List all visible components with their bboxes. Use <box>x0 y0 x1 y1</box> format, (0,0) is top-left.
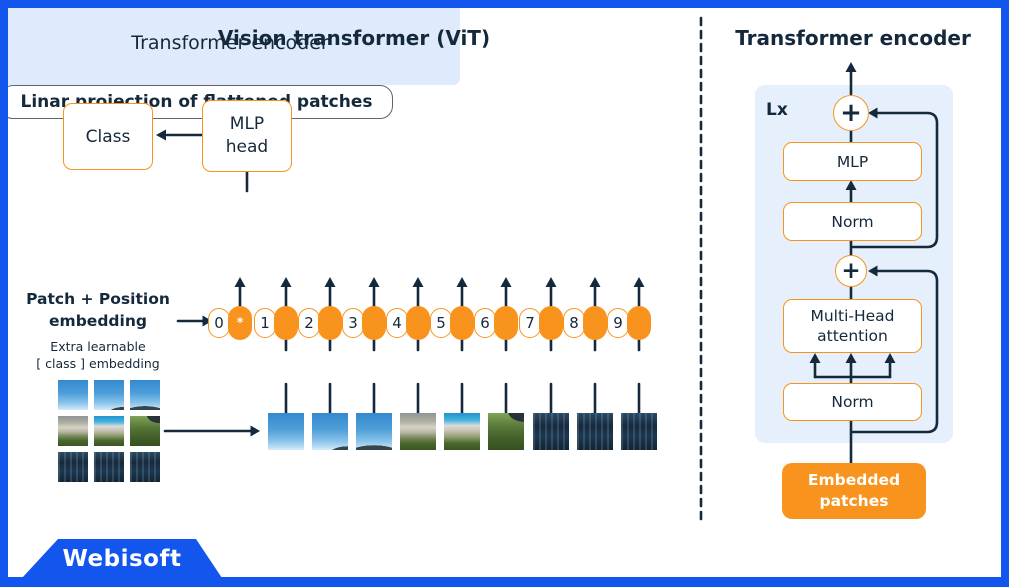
token-group-2: 2 <box>298 306 342 340</box>
grid-cell <box>58 416 88 446</box>
extra-learnable-label: Extra learnable [ class ] embedding <box>10 338 186 372</box>
token-position-pill: 5 <box>430 308 452 338</box>
token-number: 3 <box>348 314 358 332</box>
patch-position-embedding-label: Patch + Position embedding <box>10 288 186 332</box>
transformer-encoder-box: Transformer encoder <box>0 0 460 85</box>
norm-box-bottom: Norm <box>783 383 922 421</box>
token-patch-pill <box>539 306 563 340</box>
token-group-9: 9 <box>607 306 651 340</box>
token-number: 6 <box>480 314 490 332</box>
embedded-line1: Embedded <box>807 471 901 489</box>
brand-label: Webisoft <box>62 545 182 572</box>
norm-box-top: Norm <box>783 202 922 241</box>
token-group-1: 1 <box>254 306 298 340</box>
grid-cell <box>58 452 88 482</box>
brand-logo: Webisoft <box>22 539 222 578</box>
mha-line2: attention <box>817 327 888 345</box>
encoder-panel-title: Transformer encoder <box>735 26 971 50</box>
image-patch-2 <box>312 413 348 450</box>
grid-cell <box>130 380 160 410</box>
vit-panel-title: Vision transformer (ViT) <box>217 26 491 50</box>
image-patch-8 <box>577 413 613 450</box>
image-patch-4 <box>400 413 436 450</box>
token-group-7: 7 <box>519 306 563 340</box>
grid-cell <box>130 452 160 482</box>
layers-count-label: Lx <box>766 100 788 120</box>
token-patch-pill <box>318 306 342 340</box>
token-number: 5 <box>436 314 446 332</box>
token-patch-pill <box>450 306 474 340</box>
multi-head-attention-box: Multi-Head attention <box>783 299 922 353</box>
token-group-5: 5 <box>430 306 474 340</box>
image-patch-9 <box>621 413 657 450</box>
token-position-pill: 3 <box>342 308 364 338</box>
token-number: 8 <box>569 314 579 332</box>
embedded-patches-box: Embedded patches <box>782 463 926 519</box>
token-number: 4 <box>392 314 402 332</box>
add-icon: + <box>833 95 869 131</box>
token-group-6: 6 <box>474 306 518 340</box>
extra-learnable-line1: Extra learnable <box>50 339 146 354</box>
token-number: 2 <box>304 314 314 332</box>
image-patch-1 <box>268 413 304 450</box>
mlp-box: MLP <box>783 142 922 181</box>
token-position-pill: 7 <box>519 308 541 338</box>
image-patch-7 <box>533 413 569 450</box>
token-number: 1 <box>260 314 270 332</box>
token-group-0: 0 * <box>208 306 252 340</box>
token-position-pill: 8 <box>563 308 585 338</box>
token-patch-pill <box>362 306 386 340</box>
token-patch-pill <box>494 306 518 340</box>
grid-cell <box>58 380 88 410</box>
token-patch-pill <box>406 306 430 340</box>
add-icon: + <box>835 255 867 287</box>
token-group-8: 8 <box>563 306 607 340</box>
token-position-pill: 1 <box>254 308 276 338</box>
source-image-grid <box>58 380 160 482</box>
token-patch-pill <box>583 306 607 340</box>
token-position-pill: 2 <box>298 308 320 338</box>
token-position-pill: 9 <box>607 308 629 338</box>
token-number: 7 <box>525 314 535 332</box>
grid-cell <box>94 380 124 410</box>
token-position-pill: 4 <box>386 308 408 338</box>
patch-position-line1: Patch + Position <box>26 290 170 308</box>
grid-cell <box>94 416 124 446</box>
image-patch-3 <box>356 413 392 450</box>
linear-projection-box: Linar projection of flattened patches <box>0 85 393 119</box>
token-group-3: 3 <box>342 306 386 340</box>
token-number: 9 <box>613 314 623 332</box>
embedded-line2: patches <box>819 492 889 510</box>
patch-position-line2: embedding <box>49 312 147 330</box>
token-patch-pill <box>274 306 298 340</box>
class-box: Class <box>63 103 153 170</box>
mlp-head-box: MLP head <box>202 100 292 172</box>
mha-line1: Multi-Head <box>810 307 895 325</box>
token-position-pill: 6 <box>474 308 496 338</box>
class-token-patch-pill: * <box>228 306 252 340</box>
extra-learnable-line2: [ class ] embedding <box>36 356 160 371</box>
token-group-4: 4 <box>386 306 430 340</box>
class-token-star: * <box>236 315 244 331</box>
grid-cell <box>130 416 160 446</box>
token-patch-pill <box>627 306 651 340</box>
token-position-pill: 0 <box>208 308 230 338</box>
image-patch-5 <box>444 413 480 450</box>
token-number: 0 <box>214 314 224 332</box>
grid-cell <box>94 452 124 482</box>
image-patch-6 <box>488 413 524 450</box>
